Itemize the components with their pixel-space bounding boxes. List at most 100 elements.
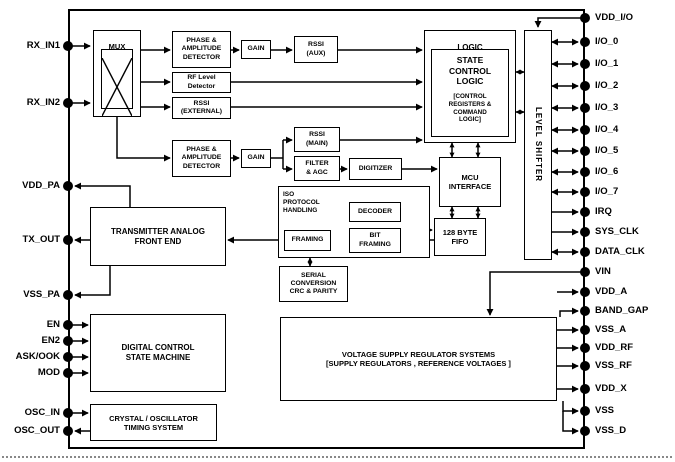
gain-main-block: GAIN <box>241 149 271 168</box>
digital-control-state-machine-label: DIGITAL CONTROL STATE MACHINE <box>121 343 195 362</box>
rf-level-detector-block: RF Level Detector <box>172 72 231 93</box>
pin-dot-vss-d <box>580 426 590 436</box>
transmitter-analog-front-end-block: TRANSMITTER ANALOG FRONT END <box>90 207 226 266</box>
mux-block: MUX <box>93 30 141 117</box>
mcu-interface-block: MCU INTERFACE <box>439 157 501 207</box>
pin-dot-rx-in1 <box>63 41 73 51</box>
pin-dot-mod <box>63 368 73 378</box>
pin-label-vss-a: VSS_A <box>595 324 627 335</box>
phase-amplitude-detector-main-label: PHASE & AMPLITUDE DETECTOR <box>181 146 222 170</box>
pin-dot-data-clk <box>580 247 590 257</box>
rssi-external-label: RSSI (EXTERNAL) <box>180 99 223 115</box>
serial-conversion-label: SERIAL CONVERSION CRC & PARITY <box>289 271 338 296</box>
pin-dot-vdd-a <box>580 287 590 297</box>
pin-label-vss-d: VSS_D <box>595 425 627 436</box>
fifo-label: 128 BYTE FIFO <box>442 228 478 246</box>
pin-dot-osc-in <box>63 408 73 418</box>
pin-dot-irq <box>580 207 590 217</box>
pin-label-en2: EN2 <box>41 335 60 346</box>
voltage-supply-regulator-block: VOLTAGE SUPPLY REGULATOR SYSTEMS [SUPPLY… <box>280 317 557 401</box>
pin-dot-io-1 <box>580 59 590 69</box>
rssi-aux-block: RSSI (AUX) <box>294 36 338 63</box>
pin-label-io-6: I/O_6 <box>595 166 619 177</box>
pin-dot-io-6 <box>580 167 590 177</box>
pin-dot-vdd-rf <box>580 343 590 353</box>
pin-label-io-1: I/O_1 <box>595 58 619 69</box>
pin-label-vdd-x: VDD_X <box>595 383 627 394</box>
pin-label-vss-rf: VSS_RF <box>595 360 632 371</box>
pin-label-vin: VIN <box>595 266 611 277</box>
rssi-aux-label: RSSI (AUX) <box>306 41 326 57</box>
rf-level-detector-label: RF Level Detector <box>187 74 216 90</box>
page-edge-dotted-line <box>2 456 672 458</box>
pin-dot-en <box>63 320 73 330</box>
pin-label-vss-pa: VSS_PA <box>23 289 60 300</box>
rssi-main-label: RSSI (MAIN) <box>306 131 328 147</box>
crystal-oscillator-block: CRYSTAL / OSCILLATOR TIMING SYSTEM <box>90 404 217 441</box>
pin-label-rx-in2: RX_IN2 <box>26 97 60 108</box>
rssi-main-block: RSSI (MAIN) <box>294 127 340 152</box>
pin-label-io-4: I/O_4 <box>595 124 619 135</box>
pin-dot-band-gap <box>580 306 590 316</box>
pin-label-rx-in1: RX_IN1 <box>26 40 60 51</box>
pin-label-osc-out: OSC_OUT <box>14 425 60 436</box>
pin-dot-vdd-io <box>580 13 590 23</box>
fifo-block: 128 BYTE FIFO <box>434 218 486 256</box>
pin-dot-sys-clk <box>580 227 590 237</box>
pin-label-band-gap: BAND_GAP <box>595 305 649 316</box>
pin-dot-io-0 <box>580 37 590 47</box>
pin-label-vdd-io: VDD_I/O <box>595 12 634 23</box>
gain-aux-label: GAIN <box>247 45 265 53</box>
pin-dot-vdd-pa <box>63 181 73 191</box>
phase-amplitude-detector-aux-block: PHASE & AMPLITUDE DETECTOR <box>172 31 231 68</box>
pin-label-io-3: I/O_3 <box>595 102 619 113</box>
pin-dot-io-7 <box>580 187 590 197</box>
pin-dot-io-3 <box>580 103 590 113</box>
pin-label-tx-out: TX_OUT <box>22 234 60 245</box>
gain-main-label: GAIN <box>247 154 265 162</box>
pin-label-io-2: I/O_2 <box>595 80 619 91</box>
filter-agc-block: FILTER & AGC <box>294 156 340 181</box>
pin-label-osc-in: OSC_IN <box>24 407 60 418</box>
framing-block: FRAMING <box>284 230 331 251</box>
level-shifter-block: LEVEL SHIFTER <box>524 30 552 260</box>
pin-dot-ask-ook <box>63 352 73 362</box>
pin-label-ask-ook: ASK/OOK <box>15 351 60 362</box>
decoder-label: DECODER <box>358 207 392 215</box>
pin-label-vdd-a: VDD_A <box>595 286 628 297</box>
pin-label-io-0: I/O_0 <box>595 36 619 47</box>
pin-dot-vss <box>580 406 590 416</box>
pin-dot-vss-rf <box>580 361 590 371</box>
pin-dot-vss-pa <box>63 290 73 300</box>
phase-amplitude-detector-aux-label: PHASE & AMPLITUDE DETECTOR <box>181 37 222 61</box>
pin-dot-vdd-x <box>580 384 590 394</box>
state-control-logic-label: STATE CONTROL LOGIC <box>448 55 492 87</box>
logic-title: LOGIC <box>457 43 483 53</box>
pin-label-data-clk: DATA_CLK <box>595 246 645 257</box>
state-control-logic-block: STATE CONTROL LOGIC [CONTROL REGISTERS &… <box>431 49 509 137</box>
mux-crossbar-icon <box>101 49 133 117</box>
pin-label-sys-clk: SYS_CLK <box>595 226 639 237</box>
level-shifter-label: LEVEL SHIFTER <box>533 107 543 183</box>
phase-amplitude-detector-main-block: PHASE & AMPLITUDE DETECTOR <box>172 140 231 177</box>
pin-label-vss: VSS <box>595 405 615 416</box>
rssi-external-block: RSSI (EXTERNAL) <box>172 97 231 119</box>
framing-label: FRAMING <box>291 236 324 244</box>
digitizer-label: DIGITIZER <box>358 164 393 172</box>
digital-control-state-machine-block: DIGITAL CONTROL STATE MACHINE <box>90 314 226 392</box>
transmitter-analog-front-end-label: TRANSMITTER ANALOG FRONT END <box>111 226 205 246</box>
pin-label-vdd-pa: VDD_PA <box>22 180 60 191</box>
pin-dot-io-4 <box>580 125 590 135</box>
control-registers-label: [CONTROL REGISTERS & COMMAND LOGIC] <box>448 92 492 124</box>
filter-agc-label: FILTER & AGC <box>305 160 329 176</box>
pin-label-io-5: I/O_5 <box>595 145 619 156</box>
pin-label-vdd-rf: VDD_RF <box>595 342 634 353</box>
pin-dot-io-2 <box>580 81 590 91</box>
crystal-oscillator-label: CRYSTAL / OSCILLATOR TIMING SYSTEM <box>109 413 198 432</box>
bit-framing-label: BIT FRAMING <box>359 232 391 248</box>
pin-label-irq: IRQ <box>595 206 612 217</box>
pin-dot-tx-out <box>63 235 73 245</box>
logic-block: LOGIC STATE CONTROL LOGIC [CONTROL REGIS… <box>424 30 516 143</box>
pin-label-en: EN <box>46 319 60 330</box>
